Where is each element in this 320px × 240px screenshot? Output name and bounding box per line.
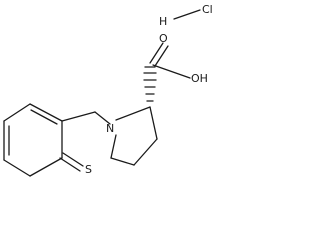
hex-bond-5 [3, 103, 31, 122]
hex-bond-6 [29, 103, 63, 122]
hydroxyl-label: OH [191, 72, 208, 85]
carbonyl-bond-b [154, 45, 169, 67]
hex-bond-6-inner [30, 109, 58, 125]
molecule-diagram: H Cl O OH N S [3, 3, 213, 177]
nitrogen-label: N [106, 122, 114, 135]
thione-bond-a [59, 157, 81, 172]
hex-bond-2 [29, 157, 63, 177]
carbonyl-bond-a [149, 42, 164, 64]
thione-bond-b [62, 152, 84, 167]
ring-bond-c5-n [110, 134, 117, 159]
hex-bond-3 [3, 159, 31, 177]
stereo-hash-bond [143, 66, 157, 102]
n-ch2-bond [94, 111, 111, 125]
h-cl-bond [173, 9, 201, 20]
sulfur-label: S [85, 163, 92, 176]
c-oh-bond [152, 64, 191, 79]
ring-bond-c3-c4 [133, 138, 158, 166]
ch2-ring-bond [61, 111, 96, 122]
ring-bond-c4-c5 [110, 157, 135, 166]
chlorine-label: Cl [202, 3, 213, 16]
oxygen-label: O [159, 32, 168, 45]
hydrogen-label: H [159, 15, 167, 28]
ring-bond-c2-c3 [149, 106, 158, 140]
ring-bond-n-c2 [115, 106, 151, 121]
